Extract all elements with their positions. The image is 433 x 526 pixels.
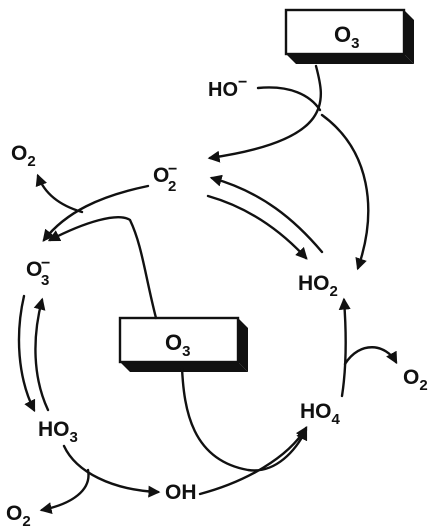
oxygen-label-right: O2 bbox=[403, 366, 428, 394]
arrow-oxygen-release-top-left bbox=[35, 173, 84, 214]
arrow-hydroperoxyl-to-superoxide bbox=[209, 174, 324, 254]
ozone-box-top: O3 bbox=[284, 8, 414, 64]
hydrogen-trioxide-label: HO3 bbox=[38, 418, 78, 446]
arrow-hydroxyl-to-hydrogen-tetroxide bbox=[198, 425, 308, 496]
arrow-superoxide-to-hydroperoxyl bbox=[206, 194, 308, 260]
ozone-box-center: O3 bbox=[118, 316, 248, 372]
oxygen-label-top-left: O2 bbox=[11, 142, 36, 170]
arrow-to-superoxide bbox=[207, 64, 323, 163]
ozonide-label: O3− bbox=[26, 255, 50, 289]
oxygen-label-bottom-left: O2 bbox=[6, 502, 31, 526]
arrow-superoxide-to-ozonide bbox=[42, 184, 150, 242]
arrow-to-hydroperoxyl-top bbox=[320, 113, 370, 271]
arrow-oxygen-release-bottom-left bbox=[39, 468, 90, 514]
hydroxide-line bbox=[256, 86, 322, 112]
arrow-center-ozone-to-ozonide bbox=[47, 216, 158, 320]
hydrogen-tetroxide-label: HO4 bbox=[300, 400, 341, 428]
reaction-arrows bbox=[17, 64, 398, 514]
arrow-oxygen-release-right bbox=[343, 346, 398, 366]
hydroxyl-label: OH bbox=[165, 481, 197, 504]
superoxide-label: O2− bbox=[153, 161, 177, 195]
hydroperoxyl-label: HO2 bbox=[298, 272, 338, 300]
arrow-hydrogen-trioxide-to-ozonide bbox=[33, 297, 50, 412]
hydroxide-label: HO− bbox=[208, 74, 247, 101]
arrow-center-ozone-to-hydrogen-tetroxide bbox=[180, 366, 308, 472]
arrow-hydrogen-tetroxide-to-hydroperoxyl bbox=[338, 297, 351, 398]
arrow-ozonide-to-hydrogen-trioxide bbox=[17, 294, 36, 413]
arrow-hydrogen-trioxide-to-hydroxyl bbox=[62, 444, 161, 498]
ozone-label-center: O3 bbox=[165, 330, 190, 360]
ozone-label-top: O3 bbox=[334, 22, 359, 52]
